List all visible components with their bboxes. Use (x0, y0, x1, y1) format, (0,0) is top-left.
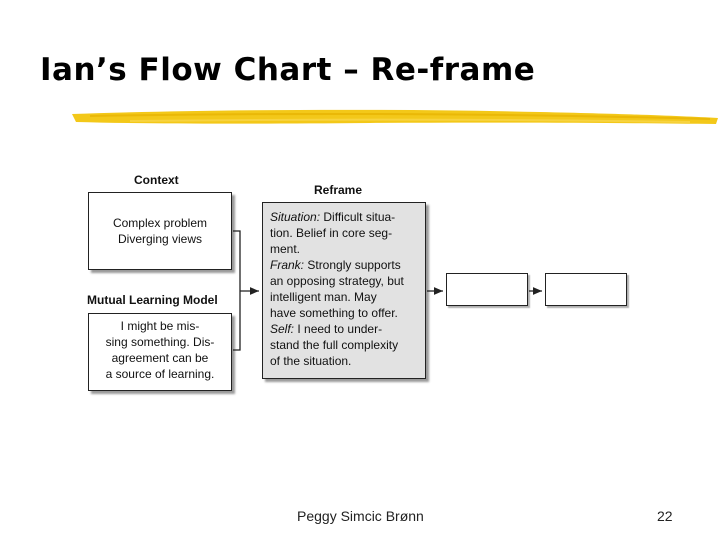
model-line: agreement can be (111, 351, 209, 365)
reframe-line: stand the full complexity (270, 338, 399, 352)
reframe-line: of the situation. (270, 354, 352, 368)
reframe-line: an opposing strategy, but (270, 274, 404, 288)
bracket-connector (233, 230, 241, 351)
slide-title: Ian’s Flow Chart – Re-frame (40, 52, 536, 88)
reframe-label: Reframe (314, 183, 363, 197)
context-box: Complex problem Diverging views (88, 192, 232, 270)
context-label: Context (134, 173, 179, 187)
reframe-line: tion. Belief in core seg- (270, 226, 393, 240)
reframe-line: Frank: Strongly supports (270, 258, 401, 272)
reframe-line: ment. (270, 242, 301, 256)
outcome-box-1 (446, 273, 528, 306)
reframe-line: Situation: Difficult situa- (270, 210, 396, 224)
model-line: I might be mis- (120, 319, 200, 333)
reframe-line: intelligent man. May (270, 290, 377, 304)
context-line: Complex problem (112, 216, 208, 230)
mutual-learning-box: I might be mis- sing something. Dis- agr… (88, 313, 232, 391)
model-label: Mutual Learning Model (87, 293, 218, 307)
title-underline-brush (72, 109, 718, 124)
model-line: a source of learning. (105, 367, 215, 381)
context-line: Diverging views (117, 232, 203, 246)
outcome-box-2 (545, 273, 627, 306)
reframe-line: have something to offer. (270, 306, 398, 320)
footer-author: Peggy Simcic Brønn (297, 508, 424, 524)
reframe-line: Self: I need to under- (270, 322, 383, 336)
page-number: 22 (657, 508, 673, 524)
reframe-box: Situation: Difficult situa- tion. Belief… (262, 202, 426, 379)
model-line: sing something. Dis- (105, 335, 215, 349)
